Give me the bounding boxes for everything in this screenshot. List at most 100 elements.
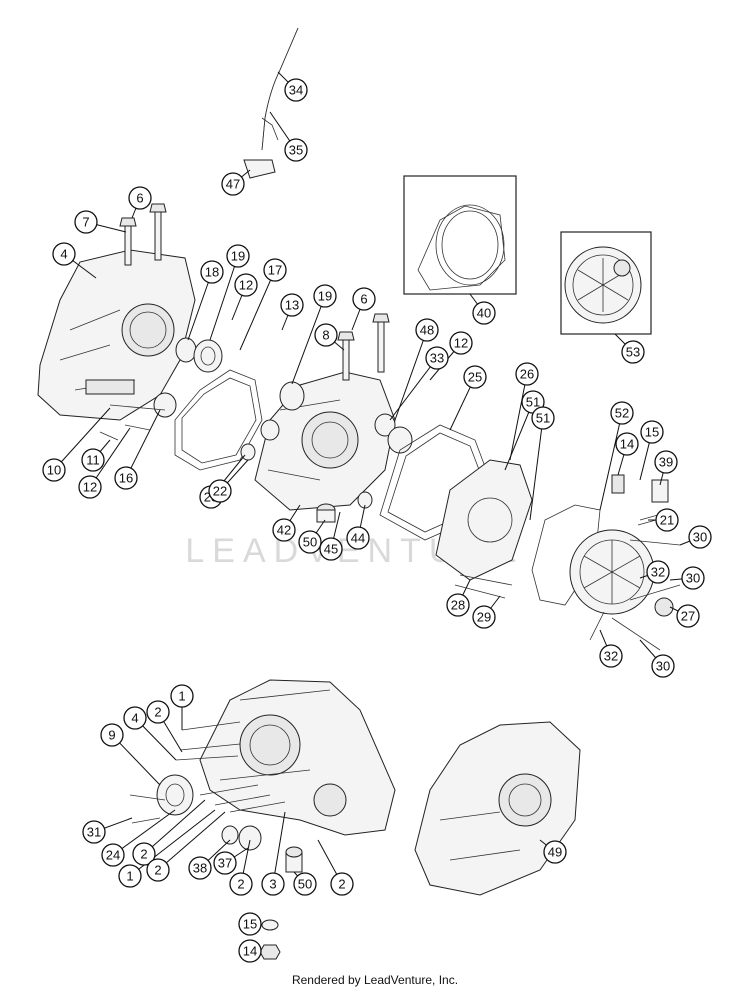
crankcase-studs-right [337, 313, 390, 381]
callout-number: 42 [277, 523, 291, 538]
callout-circle [128, 186, 152, 210]
callout-number: 4 [131, 711, 138, 726]
callout-12: 12 [234, 273, 258, 297]
callout-circle [146, 700, 170, 724]
callout-number: 3 [269, 877, 276, 892]
callout-number: 47 [226, 177, 240, 192]
callout-circle [449, 331, 473, 355]
callout-number: 31 [87, 825, 101, 840]
callout-2: 2 [146, 858, 170, 882]
callout-1: 1 [118, 864, 142, 888]
callout-number: 21 [660, 513, 674, 528]
callout-19: 19 [226, 244, 250, 268]
callout-number: 51 [526, 395, 540, 410]
seals-37-38 [221, 825, 262, 851]
callout-28: 28 [446, 593, 470, 617]
callout-number: 14 [243, 944, 257, 959]
leader-line [89, 427, 131, 488]
callout-number: 4 [60, 247, 67, 262]
callout-32: 32 [646, 560, 670, 584]
callout-52: 52 [610, 401, 634, 425]
leader-line [187, 271, 213, 341]
callout-50: 50 [293, 872, 317, 896]
callout-32: 32 [599, 644, 623, 668]
callout-9: 9 [100, 723, 124, 747]
callout-number: 17 [268, 263, 282, 278]
leader-line [504, 401, 534, 471]
leader-line [394, 329, 428, 421]
callout-29: 29 [472, 605, 496, 629]
callout-number: 37 [218, 856, 232, 871]
callout-circle [188, 856, 212, 880]
callout-number: 50 [303, 535, 317, 550]
screws-10-11-12 [99, 404, 166, 441]
callout-27: 27 [676, 604, 700, 628]
leader-line [157, 811, 226, 871]
callout-circle [472, 301, 496, 325]
callout-number: 9 [108, 728, 115, 743]
callout-22: 22 [208, 479, 232, 503]
leader-line [389, 357, 438, 421]
callout-number: 39 [659, 455, 673, 470]
callout-number: 30 [686, 571, 700, 586]
callout-number: 12 [239, 278, 253, 293]
callout-circle [319, 537, 343, 561]
callout-15: 15 [640, 420, 664, 444]
callout-2: 2 [330, 872, 354, 896]
callout-number: 25 [468, 370, 482, 385]
crankcase-assembly-right [414, 721, 581, 896]
callout-31: 31 [82, 820, 106, 844]
callout-circle [101, 843, 125, 867]
leader-line [239, 269, 276, 351]
callout-number: 29 [477, 610, 491, 625]
callout-circle [314, 323, 338, 347]
callout-circle [284, 78, 308, 102]
callout-number: 12 [83, 480, 97, 495]
right-bearings [240, 381, 305, 461]
hose-clip [243, 159, 276, 179]
callout-38: 38 [188, 856, 212, 880]
leader-line [599, 412, 623, 511]
callout-number: 40 [477, 306, 491, 321]
callout-2: 2 [146, 700, 170, 724]
callout-number: 53 [626, 345, 640, 360]
callout-42: 42 [272, 518, 296, 542]
screws-30-32 [589, 539, 681, 651]
callout-circle [263, 258, 287, 282]
callout-21: 21 [655, 508, 679, 532]
callout-circle [646, 560, 670, 584]
callout-number: 15 [243, 917, 257, 932]
callout-circle [42, 458, 66, 482]
callout-6: 6 [352, 287, 376, 311]
leader-line [209, 255, 239, 341]
callout-number: 18 [205, 265, 219, 280]
callout-circle [621, 340, 645, 364]
oil-level-parts [611, 474, 669, 526]
callout-number: 14 [620, 437, 634, 452]
callout-circle [346, 526, 370, 550]
callout-circle [272, 518, 296, 542]
callout-number: 38 [193, 861, 207, 876]
callout-15: 15 [238, 912, 262, 936]
callout-number: 33 [430, 351, 444, 366]
leader-line [509, 373, 528, 461]
ignition-gasket-25 [379, 424, 491, 541]
callout-circle [330, 872, 354, 896]
callout-circle [221, 172, 245, 196]
callout-circle [82, 820, 106, 844]
callout-number: 7 [82, 215, 89, 230]
callout-25: 25 [463, 365, 487, 389]
callout-number: 1 [126, 869, 133, 884]
callout-40: 40 [472, 301, 496, 325]
callout-number: 16 [119, 471, 133, 486]
leader-line [125, 409, 161, 479]
callout-number: 27 [681, 609, 695, 624]
callout-13: 13 [280, 293, 304, 317]
callout-12: 12 [78, 475, 102, 499]
callout-number: 8 [322, 328, 329, 343]
callout-circle [123, 706, 147, 730]
callout-number: 2 [154, 705, 161, 720]
callout-number: 30 [693, 530, 707, 545]
callout-number: 34 [289, 83, 303, 98]
